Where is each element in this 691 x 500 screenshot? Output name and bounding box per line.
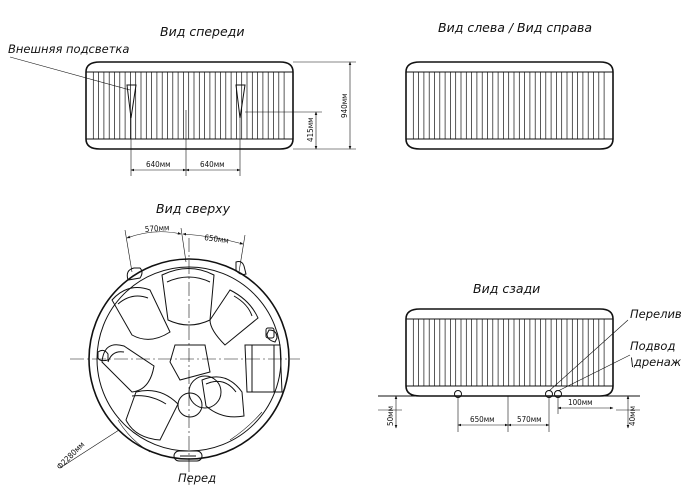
supply-label-2: \дренаж <box>630 355 682 369</box>
back-slats <box>412 319 605 386</box>
front-marker-label: Перед <box>178 471 216 485</box>
top-arc-650: 650мм <box>204 233 230 245</box>
back-dim-650: 650мм <box>470 415 495 424</box>
side-tub-body <box>405 61 614 150</box>
front-view: Вид спереди Внешняя подсветка 640мм 640м… <box>8 24 356 176</box>
front-width-right: 640мм <box>200 160 225 169</box>
side-view: Вид слева / Вид справа <box>405 20 614 150</box>
back-dim-100: 100мм <box>568 398 593 407</box>
seats <box>101 268 283 453</box>
front-marker-shape <box>173 450 203 462</box>
front-light-right <box>235 84 246 119</box>
front-light-left <box>126 84 137 119</box>
back-dim-40: 40мм <box>628 406 637 426</box>
front-slats <box>92 72 285 139</box>
back-tub-body <box>405 308 614 397</box>
lighting-label: Внешняя подсветка <box>8 42 129 56</box>
side-view-title: Вид слева / Вид справа <box>438 20 592 35</box>
front-view-title: Вид спереди <box>160 24 244 39</box>
lounger <box>244 344 283 393</box>
light-height: 415мм <box>306 117 315 142</box>
supply-label-1: Подвод <box>630 339 675 353</box>
front-width-left: 640мм <box>146 160 171 169</box>
top-arc-570: 570мм <box>145 223 170 234</box>
front-height: 940мм <box>340 93 349 118</box>
back-view-title: Вид сзади <box>473 281 540 296</box>
top-view: Вид сверху <box>55 201 300 485</box>
front-tub-body <box>85 61 294 150</box>
lighting-leader <box>9 56 131 91</box>
overflow-leader <box>548 319 629 392</box>
top-diameter: Ф2280мм <box>55 440 86 471</box>
top-view-title: Вид сверху <box>156 201 231 216</box>
side-slats <box>412 72 605 139</box>
overflow-label: Перелив <box>630 307 682 321</box>
supply-leader <box>557 354 631 392</box>
back-dim-50: 50мм <box>386 406 395 426</box>
back-dim-570: 570мм <box>517 415 542 424</box>
back-view: Вид сзади Перелив Подвод \дренаж 650мм 5… <box>378 281 682 432</box>
